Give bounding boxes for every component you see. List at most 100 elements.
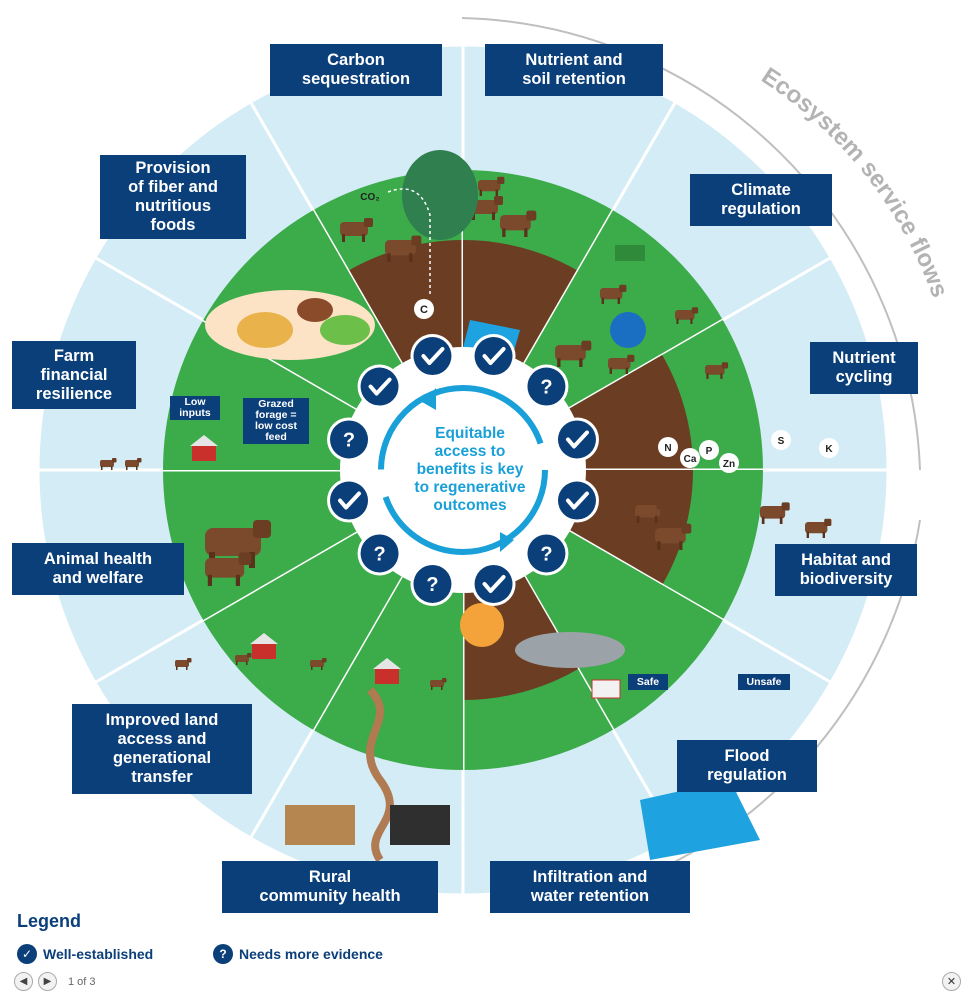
label-unsafe: Unsafe xyxy=(738,674,790,690)
cow xyxy=(175,658,192,670)
nutrient-label: S xyxy=(778,436,785,447)
nutrient-label: P xyxy=(706,446,713,457)
svg-text:?: ? xyxy=(540,543,552,565)
cow xyxy=(705,362,729,379)
check-badge-icon xyxy=(554,478,599,523)
label-flood-regulation: Flood regulation xyxy=(677,740,817,792)
river xyxy=(640,780,760,860)
label-land-access-transfer: Improved land access and generational tr… xyxy=(72,704,252,794)
nutrient-label: K xyxy=(825,444,833,455)
barn-icon xyxy=(250,633,278,659)
question-icon: ? xyxy=(213,944,233,964)
salad-icon xyxy=(320,315,370,345)
cow xyxy=(635,501,665,523)
cow xyxy=(100,458,117,470)
label-climate-regulation: Climate regulation xyxy=(690,174,832,226)
nutrient-bubble xyxy=(719,453,739,473)
cow xyxy=(340,218,373,242)
cycle-arrow-bottom xyxy=(500,532,514,552)
store-icon xyxy=(390,805,450,845)
carbon-flow-arrow xyxy=(387,188,431,295)
cow xyxy=(600,284,627,304)
nutrient-bubble xyxy=(699,440,719,460)
nutrient-label: Zn xyxy=(723,459,735,470)
cow xyxy=(125,458,142,470)
cow xyxy=(385,235,422,262)
label-farm-financial-resilience: Farm financial resilience xyxy=(12,341,136,409)
label-nutrient-cycling: Nutrient cycling xyxy=(810,342,918,394)
label-rural-community-health: Rural community health xyxy=(222,861,438,913)
question-badge-icon: ? xyxy=(524,364,569,409)
legend-title: Legend xyxy=(17,911,82,931)
close-icon[interactable]: ✕ xyxy=(942,972,961,991)
nutrient-bubble xyxy=(819,438,839,458)
svg-text:?: ? xyxy=(540,377,552,399)
svg-text:?: ? xyxy=(343,429,355,451)
nutrient-label: N xyxy=(664,443,671,454)
label-infiltration-water-retention: Infiltration and water retention xyxy=(490,861,690,913)
label-provision-fiber-foods: Provision of fiber and nutritious foods xyxy=(100,155,246,239)
prev-arrow-icon[interactable]: ◀ xyxy=(14,972,33,991)
question-badge-icon: ? xyxy=(410,561,455,606)
check-badge-icon xyxy=(554,417,599,462)
barn-icon xyxy=(190,435,218,461)
pager: ◀ ▶ 1 of 3 xyxy=(14,972,96,991)
climate-globe-icon xyxy=(610,312,646,348)
legend-needs-evidence: ? Needs more evidence xyxy=(213,944,383,964)
cow xyxy=(478,176,505,196)
cloud-icon xyxy=(515,632,625,668)
cow xyxy=(555,340,592,367)
cow xyxy=(235,653,252,665)
check-icon: ✓ xyxy=(17,944,37,964)
center-cycle-ring xyxy=(378,385,548,555)
nutrient-bubble xyxy=(658,437,678,457)
nutrient-label: Ca xyxy=(684,454,697,465)
cow xyxy=(675,307,699,324)
svg-text:?: ? xyxy=(373,543,385,565)
nutrient-bubble xyxy=(680,448,700,468)
label-animal-health-welfare: Animal health and welfare xyxy=(12,543,184,595)
carbon-bubble xyxy=(414,299,434,319)
label-low-inputs: Low inputs xyxy=(170,396,220,420)
cycle-arrow-top xyxy=(422,388,436,410)
co2-label: CO₂ xyxy=(360,192,379,203)
shop-icon xyxy=(285,805,355,845)
label-nutrient-soil-retention: Nutrient and soil retention xyxy=(485,44,663,96)
tree-icon xyxy=(402,150,478,240)
road xyxy=(366,687,394,863)
cow xyxy=(655,523,692,550)
chicken-icon xyxy=(237,312,293,348)
cow xyxy=(760,502,790,524)
label-safe: Safe xyxy=(628,674,668,690)
svg-text:?: ? xyxy=(426,574,438,596)
next-arrow-icon[interactable]: ▶ xyxy=(38,972,57,991)
cow xyxy=(805,518,832,538)
meat-icon xyxy=(297,298,333,322)
label-grazed-forage: Grazed forage = low cost feed xyxy=(243,398,309,444)
house-icon xyxy=(591,679,621,699)
question-badge-icon: ? xyxy=(357,531,402,576)
cow xyxy=(205,552,252,586)
check-badge-icon xyxy=(471,334,516,379)
tractor-icon xyxy=(615,245,645,261)
legend-well-established-text: Well-established xyxy=(43,946,154,962)
question-badge-icon: ? xyxy=(327,417,372,462)
check-badge-icon xyxy=(471,561,516,606)
sun-icon xyxy=(460,603,504,647)
legend-needs-evidence-text: Needs more evidence xyxy=(239,946,383,962)
pager-text: 1 of 3 xyxy=(68,975,96,988)
cow xyxy=(430,678,447,690)
center-message: Equitable access to benefits is key to r… xyxy=(414,425,526,514)
check-badge-icon xyxy=(327,478,372,523)
cow xyxy=(310,658,327,670)
nutrient-bubble xyxy=(771,430,791,450)
barn-icon xyxy=(373,658,401,684)
carbon-label: C xyxy=(420,304,428,316)
label-habitat-biodiversity: Habitat and biodiversity xyxy=(775,544,917,596)
legend-well-established: ✓ Well-established xyxy=(17,944,153,964)
question-badge-icon: ? xyxy=(524,531,569,576)
cow xyxy=(500,210,537,237)
cow xyxy=(608,354,635,374)
